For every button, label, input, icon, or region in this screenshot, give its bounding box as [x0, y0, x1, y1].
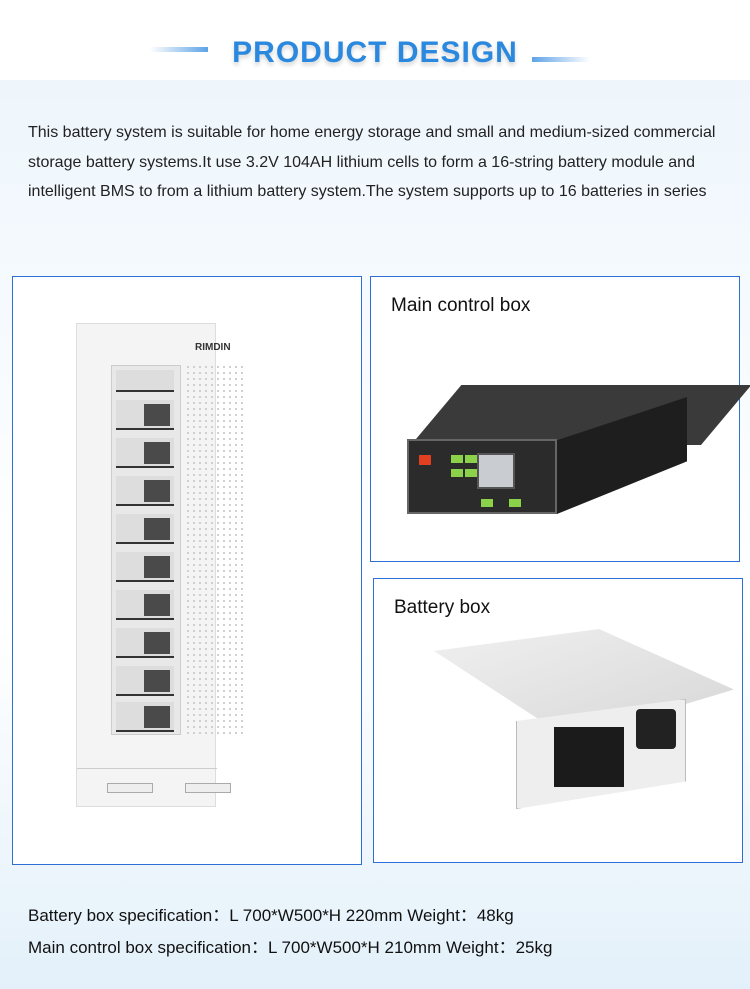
battery-box-label: Battery box: [394, 597, 491, 618]
fan-icon: [636, 709, 676, 749]
main-control-box-spec: Main control box specification：L 700*W50…: [28, 938, 553, 957]
vent-grille: [185, 364, 245, 734]
battery-box-spec: Battery box specification：L 700*W500*H 2…: [28, 906, 514, 925]
title-decoration-left: [150, 47, 208, 52]
page-title: PRODUCT DESIGN: [232, 36, 518, 69]
main-control-box-label: Main control box: [391, 295, 531, 316]
lcd-screen: [477, 453, 515, 489]
battery-cabinet-image: RIMDIN: [76, 323, 245, 808]
cabinet-base: [77, 768, 231, 808]
brand-logo: RIMDIN: [195, 342, 231, 353]
title-decoration-right: [532, 57, 590, 62]
battery-box-card: Battery box: [373, 578, 743, 863]
intro-paragraph: This battery system is suitable for home…: [28, 124, 716, 200]
main-control-box-card: Main control box: [370, 276, 750, 562]
cabinet-image-card: RIMDIN: [12, 276, 362, 865]
cabinet-window: [111, 365, 181, 735]
